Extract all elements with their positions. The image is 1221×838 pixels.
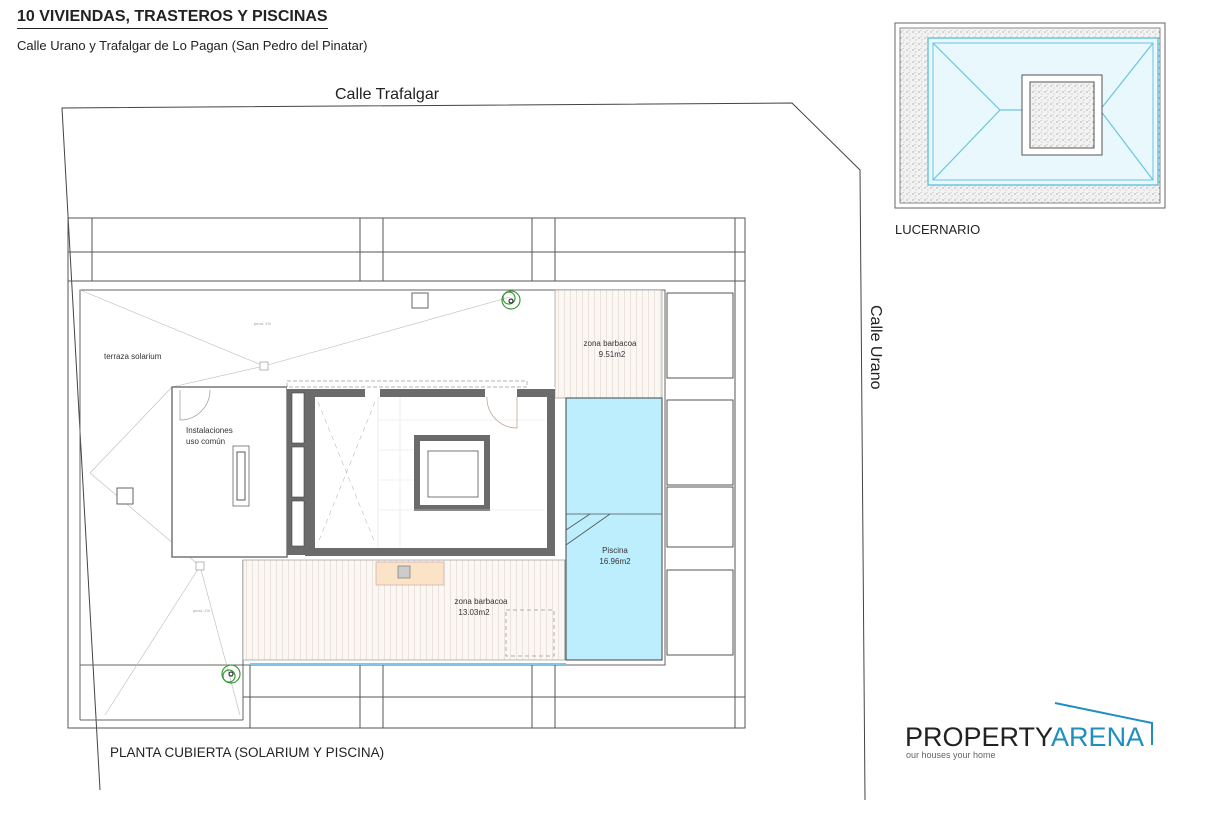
logo-tagline: our houses your home bbox=[906, 750, 996, 760]
logo-word-1: PROPERTY bbox=[905, 722, 1052, 752]
area-barbacoa-bottom: 13.03m2 bbox=[458, 608, 490, 617]
label-instalaciones: Instalaciones bbox=[186, 426, 233, 435]
label-barbacoa-top: zona barbacoa bbox=[584, 339, 637, 348]
plant-icon bbox=[501, 290, 521, 310]
plant-icon bbox=[221, 664, 241, 684]
pool bbox=[565, 397, 663, 661]
slope-lines bbox=[79, 289, 511, 716]
plan-caption: PLANTA CUBIERTA (SOLARIUM Y PISCINA) bbox=[110, 745, 385, 760]
plot-boundary bbox=[61, 102, 866, 801]
area-barbacoa-top: 9.51m2 bbox=[599, 350, 626, 359]
barbacoa-top bbox=[554, 289, 663, 399]
street-east: Calle Urano bbox=[867, 305, 884, 390]
logo-word-2: ARENA bbox=[1051, 722, 1145, 752]
label-piscina: Piscina bbox=[602, 546, 628, 555]
building-outline bbox=[67, 217, 746, 729]
page-subtitle: Calle Urano y Trafalgar de Lo Pagan (San… bbox=[17, 38, 368, 53]
sink-icon bbox=[397, 565, 411, 579]
label-instalaciones-2: uso común bbox=[186, 437, 225, 446]
label-terraza: terraza solarium bbox=[104, 352, 162, 361]
label-barbacoa-bottom: zona barbacoa bbox=[455, 597, 508, 606]
slope-label: pend. 1% bbox=[193, 608, 210, 613]
drain-icon bbox=[195, 561, 205, 571]
vent-icon bbox=[116, 487, 134, 505]
skylight-drawing bbox=[894, 22, 1166, 209]
street-north: Calle Trafalgar bbox=[335, 86, 440, 103]
skylight-label: LUCERNARIO bbox=[895, 222, 981, 237]
drain-icon bbox=[259, 361, 269, 371]
vent-icon bbox=[411, 292, 429, 309]
slope-label: pend. 1% bbox=[254, 321, 271, 326]
installations-room bbox=[171, 386, 288, 558]
logo: PROPERTYARENA bbox=[905, 722, 1144, 753]
area-piscina: 16.96m2 bbox=[599, 557, 631, 566]
page-title: 10 VIVIENDAS, TRASTEROS Y PISCINAS bbox=[17, 8, 328, 29]
